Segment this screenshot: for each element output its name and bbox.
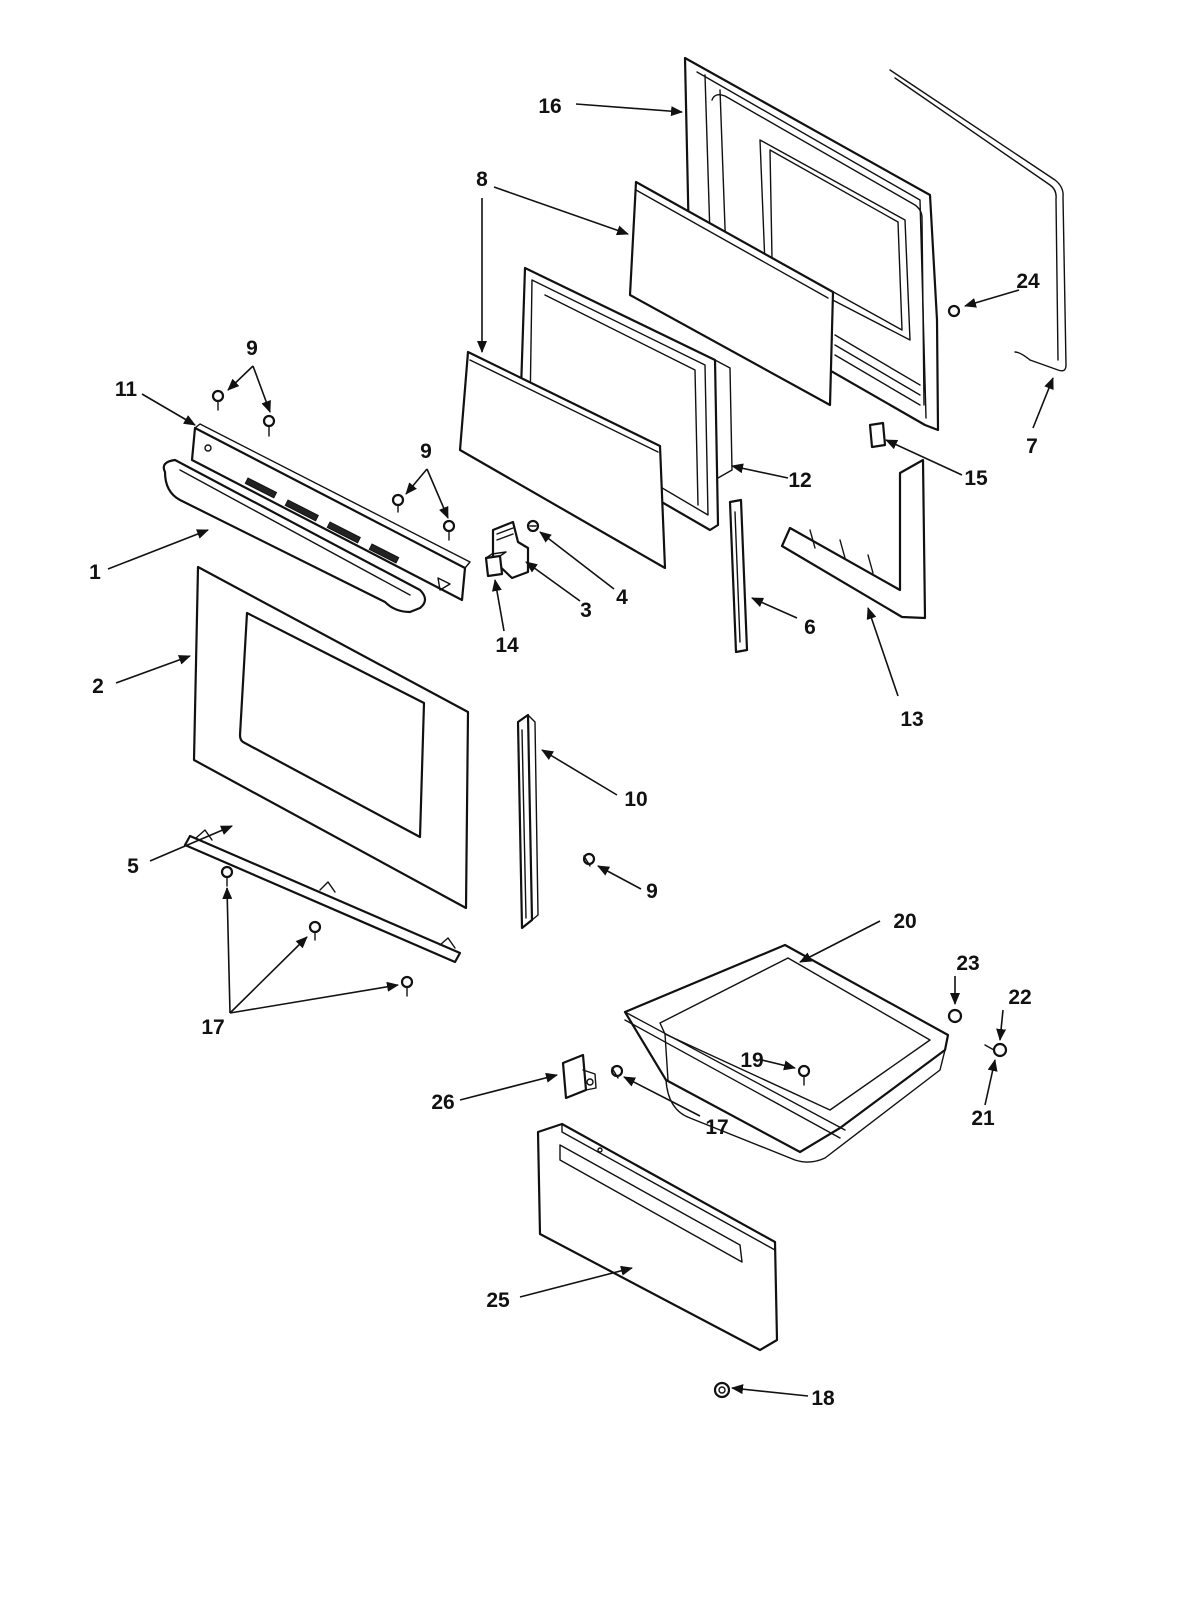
outer-door-panel <box>889 69 1067 372</box>
callout-5: 5 <box>127 855 139 878</box>
outer-door-glass <box>192 565 470 910</box>
lower-glass-panel <box>458 350 667 570</box>
hinge-screw <box>526 519 540 533</box>
callout-17-left: 17 <box>201 1016 224 1039</box>
callout-10: 10 <box>624 788 647 811</box>
callout-17-right: 17 <box>705 1116 728 1139</box>
callout-22: 22 <box>1008 986 1031 1009</box>
screw-17a <box>220 865 234 887</box>
callout-19: 19 <box>740 1049 763 1072</box>
callout-8-upper: 8 <box>476 168 488 191</box>
callout-11: 11 <box>115 378 138 401</box>
door-bottom-trim <box>183 829 462 964</box>
callout-26: 26 <box>431 1091 454 1114</box>
callout-9-low: 9 <box>646 880 658 903</box>
door-spacer-block <box>868 421 887 449</box>
leader-lines <box>107 103 1054 1397</box>
door-insulation <box>780 458 927 620</box>
door-handle <box>162 458 427 614</box>
drawer-bracket <box>561 1053 597 1100</box>
door-nut <box>947 304 961 318</box>
inner-door-liner <box>683 56 940 432</box>
callout-20: 20 <box>893 910 916 933</box>
callout-16: 16 <box>538 95 561 118</box>
callout-2: 2 <box>92 675 104 698</box>
callout-9-top: 9 <box>246 337 258 360</box>
callout-25: 25 <box>486 1289 510 1312</box>
drawer-screw <box>797 1064 811 1086</box>
callout-21: 21 <box>971 1107 995 1130</box>
callout-1: 1 <box>89 561 101 584</box>
screw-9d <box>442 519 456 541</box>
callout-13: 13 <box>900 708 923 731</box>
screw-9c <box>391 493 405 513</box>
callout-15: 15 <box>964 467 988 490</box>
screw-9b <box>262 414 276 437</box>
drawer-roller <box>984 1042 1008 1058</box>
callout-12: 12 <box>788 469 811 492</box>
door-side-channel <box>728 498 749 654</box>
callout-18: 18 <box>811 1387 835 1410</box>
screw-17c <box>400 975 414 997</box>
callout-3: 3 <box>580 599 592 622</box>
screw-17b <box>308 920 322 941</box>
callout-14: 14 <box>495 634 519 657</box>
upper-glass-panel <box>628 180 835 407</box>
screw-9a <box>211 389 225 411</box>
callout-24: 24 <box>1016 270 1040 293</box>
drawer-nut <box>713 1381 731 1399</box>
callout-4: 4 <box>616 586 628 609</box>
drawer-rail-nut <box>947 1008 963 1024</box>
screw-17d <box>610 1064 624 1079</box>
callout-6: 6 <box>804 616 816 639</box>
drawer-pan <box>623 943 950 1163</box>
screw-9e <box>582 852 596 867</box>
drawer-front-panel <box>536 1122 779 1352</box>
door-vertical-channel <box>516 713 539 930</box>
door-top-vent-trim <box>190 423 471 602</box>
callout-7: 7 <box>1026 435 1038 458</box>
callout-labels: 16 8 24 7 9 11 9 12 15 1 3 4 14 6 2 13 1… <box>89 95 1040 1410</box>
hinge-block <box>484 551 507 578</box>
callout-23: 23 <box>956 952 979 975</box>
callout-9-mid: 9 <box>420 440 432 463</box>
